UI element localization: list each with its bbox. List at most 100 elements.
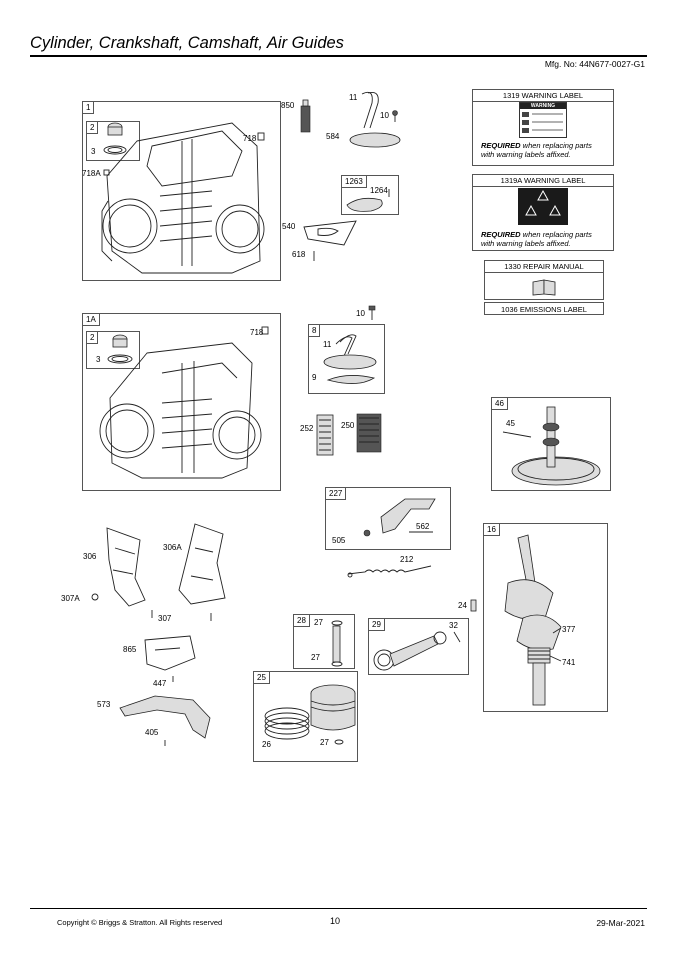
governor-bracket-drawing (363, 498, 436, 537)
footer-page-number: 10 (330, 916, 341, 926)
callout-307: 307 (158, 614, 172, 623)
warning-1319-req-rest: when replacing parts (520, 141, 592, 150)
callout-307a: 307A (61, 594, 80, 603)
part-box-28[interactable]: 28 (293, 614, 355, 669)
warning-1319a-req-rest: when replacing parts (520, 230, 592, 239)
warning-sticker-1319: WARNING (519, 102, 567, 138)
governor-spring-drawing (347, 565, 432, 578)
callout-45: 45 (506, 419, 515, 428)
gasket-540-drawing (303, 220, 357, 261)
callout-1a: 1A (83, 314, 100, 326)
callout-11: 11 (349, 93, 358, 102)
sealant-tube-drawing (300, 99, 311, 133)
dowel-24-drawing (470, 599, 477, 612)
warning-sticker-text: WARNING (520, 103, 566, 109)
callout-10b: 10 (356, 309, 365, 318)
part-box-46[interactable]: 46 (491, 397, 611, 491)
callout-24: 24 (458, 601, 467, 610)
part-subbox-2: 2 (86, 121, 140, 161)
callout-562: 562 (416, 522, 430, 531)
page-title: Cylinder, Crankshaft, Camshaft, Air Guid… (30, 34, 344, 52)
part-box-29[interactable]: 29 (368, 618, 469, 675)
footer-rule (30, 908, 647, 909)
callout-27b: 27 (311, 653, 320, 662)
header-rule (30, 55, 647, 57)
air-guide-573-drawing (119, 695, 211, 746)
callout-26: 26 (262, 740, 271, 749)
callout-212: 212 (400, 555, 414, 564)
cylinder-block-drawing (101, 122, 265, 274)
callout-405: 405 (145, 728, 159, 737)
emissions-label-1036[interactable]: 1036 EMISSIONS LABEL (484, 302, 604, 315)
callout-718b: 718 (250, 328, 264, 337)
callout-1264: 1264 (370, 186, 388, 195)
part-box-8[interactable]: 8 (308, 324, 385, 394)
callout-377: 377 (562, 625, 576, 634)
callout-505: 505 (332, 536, 346, 545)
callout-32: 32 (449, 621, 458, 630)
callout-28: 28 (294, 615, 310, 627)
callout-11b: 11 (323, 340, 332, 349)
callout-718a: 718A (82, 169, 101, 178)
connecting-rod-drawing (373, 631, 461, 671)
repair-manual-title: 1330 REPAIR MANUAL (485, 261, 603, 273)
callout-718: 718 (243, 134, 257, 143)
part-box-227[interactable]: 227 (325, 487, 451, 550)
callout-46: 46 (492, 398, 508, 410)
callout-8: 8 (309, 325, 321, 337)
callout-447: 447 (153, 679, 167, 688)
bolt-10-drawing (368, 305, 376, 320)
book-icon (532, 279, 556, 296)
warning-1319a-req-line2: with warning labels affixed. (481, 239, 571, 248)
footer-copyright: Copyright © Briggs & Stratton. All Right… (57, 918, 223, 927)
callout-850: 850 (281, 101, 295, 110)
callout-573: 573 (97, 700, 111, 709)
callout-252: 252 (300, 424, 314, 433)
callout-9: 9 (312, 373, 317, 382)
breather-tube-drawing (349, 91, 401, 148)
callout-27a: 27 (314, 618, 323, 627)
warning-label-1319a-title: 1319A WARNING LABEL (473, 175, 613, 187)
camshaft-drawing (502, 406, 601, 486)
cylinder-block-1a-drawing (99, 326, 269, 479)
callout-227: 227 (326, 488, 347, 500)
footer-date: 29-Mar-2021 (596, 918, 645, 928)
part-box-1[interactable]: 1 (82, 101, 281, 281)
air-filter-drawing (316, 413, 382, 456)
breather-assembly-drawing (323, 334, 377, 384)
callout-2: 2 (87, 122, 99, 134)
warning-sticker-1319a (518, 188, 568, 225)
callout-250: 250 (341, 421, 355, 430)
part-box-25[interactable]: 25 (253, 671, 358, 762)
warning-sticker-lines (522, 112, 563, 133)
callout-1: 1 (83, 102, 95, 114)
warning-1319-note: REQUIRED when replacing parts with warni… (481, 141, 592, 159)
part-subbox-2b: 2 (86, 331, 140, 369)
piston-rings-drawing (264, 684, 356, 745)
callout-3: 3 (91, 147, 96, 156)
warning-1319a-note: REQUIRED when replacing parts with warni… (481, 230, 592, 248)
callout-540: 540 (282, 222, 296, 231)
callout-3b: 3 (96, 355, 101, 364)
crankshaft-drawing (504, 534, 562, 706)
callout-16: 16 (484, 524, 500, 536)
callout-584: 584 (326, 132, 340, 141)
warning-1319-req-line2: with warning labels affixed. (481, 150, 571, 159)
part-box-1263[interactable]: 1263 (341, 175, 399, 215)
callout-741: 741 (562, 658, 576, 667)
callout-2b: 2 (87, 332, 99, 344)
callout-306: 306 (83, 552, 97, 561)
piston-pin-drawing (331, 620, 343, 667)
callout-27c: 27 (320, 738, 329, 747)
part-box-16[interactable]: 16 (483, 523, 608, 712)
gasket-1264-drawing (346, 189, 390, 212)
air-guide-865-drawing (144, 635, 196, 682)
warning-1319a-required: REQUIRED (481, 230, 521, 239)
warning-label-1319-title: 1319 WARNING LABEL (473, 90, 613, 102)
callout-865: 865 (123, 645, 137, 654)
warning-1319-required: REQUIRED (481, 141, 521, 150)
callout-29: 29 (369, 619, 385, 631)
part-box-1a[interactable]: 1A (82, 313, 281, 491)
callout-306a: 306A (163, 543, 182, 552)
callout-618: 618 (292, 250, 306, 259)
